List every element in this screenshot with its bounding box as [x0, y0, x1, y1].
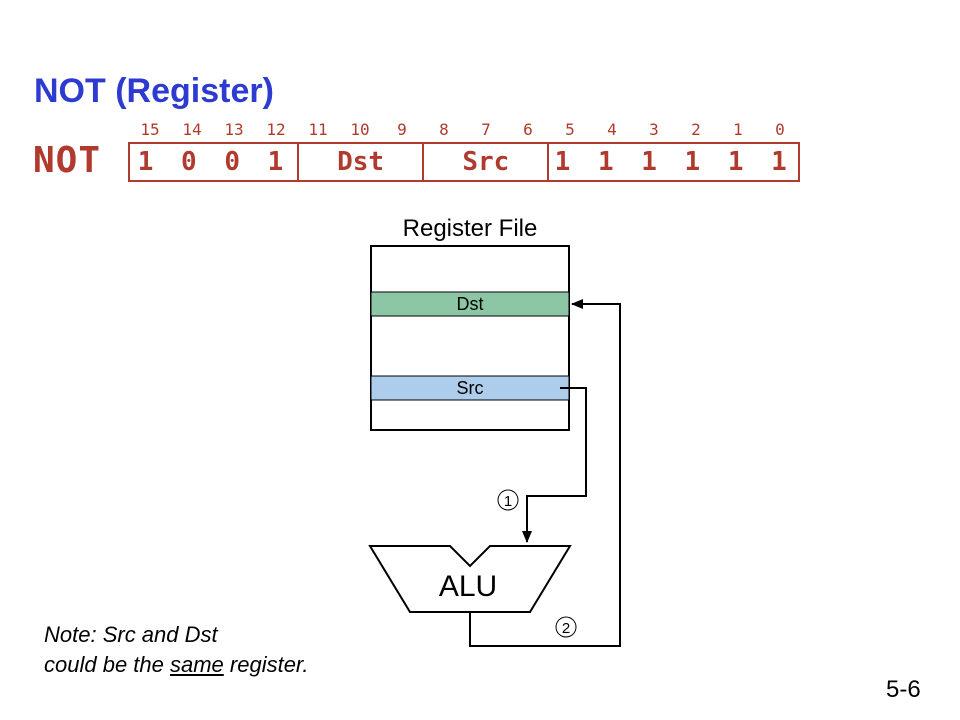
bit-number: 7 — [481, 120, 491, 139]
bit-number: 10 — [350, 120, 370, 139]
bit-number: 9 — [397, 120, 407, 139]
note-line-2: could be the same register. — [44, 650, 309, 680]
opcode-mnemonic: NOT — [33, 140, 102, 181]
dst-field: Dst — [296, 144, 422, 180]
bit-number: 12 — [266, 120, 286, 139]
bit-number: 6 — [523, 120, 533, 139]
alu-to-dst-arrow — [469, 299, 621, 647]
step-1-label: 1 — [504, 493, 512, 510]
note-line-2-before: could be the — [44, 652, 170, 677]
instruction-format: 1 0 0 1 Dst Src 1 1 1 1 1 1 — [128, 142, 800, 182]
step-1-circle — [497, 489, 519, 511]
alu-shape — [368, 545, 572, 613]
bit-number: 15 — [140, 120, 160, 139]
bit-number: 13 — [224, 120, 244, 139]
bit-number: 14 — [182, 120, 202, 139]
bit-number-row: 15 14 13 12 11 10 9 8 7 6 5 4 3 2 1 0 — [130, 120, 802, 140]
src-register-row — [370, 375, 570, 401]
opcode-field: 1 0 0 1 — [137, 147, 290, 177]
bit-number: 2 — [691, 120, 701, 139]
alu-label: ALU — [439, 570, 497, 603]
bit-number: 4 — [607, 120, 617, 139]
src-register-label: Src — [457, 378, 484, 398]
register-file-title: Register File — [403, 215, 538, 242]
bit-number: 3 — [649, 120, 659, 139]
slide-title: NOT (Register) — [34, 72, 274, 110]
note-line-2-after: register. — [223, 652, 309, 677]
bit-number: 5 — [565, 120, 575, 139]
note-line-1: Note: Src and Dst — [44, 622, 218, 647]
register-file-box — [370, 245, 570, 431]
step-2-circle — [555, 616, 577, 638]
note-underlined-word: same — [169, 652, 224, 677]
page-number: 5-6 — [886, 676, 921, 703]
bit-number: 11 — [308, 120, 328, 139]
dst-register-label: Dst — [457, 294, 484, 314]
src-to-alu-arrow — [522, 387, 587, 543]
src-field: Src — [422, 144, 547, 180]
dst-register-row — [370, 291, 570, 317]
bit-number: 0 — [775, 120, 785, 139]
note-text: Note: Src and Dst could be the same regi… — [44, 620, 309, 680]
bit-number: 8 — [439, 120, 449, 139]
ones-field: 1 1 1 1 1 1 — [547, 144, 798, 180]
step-2-label: 2 — [562, 620, 570, 637]
bit-number: 1 — [733, 120, 743, 139]
